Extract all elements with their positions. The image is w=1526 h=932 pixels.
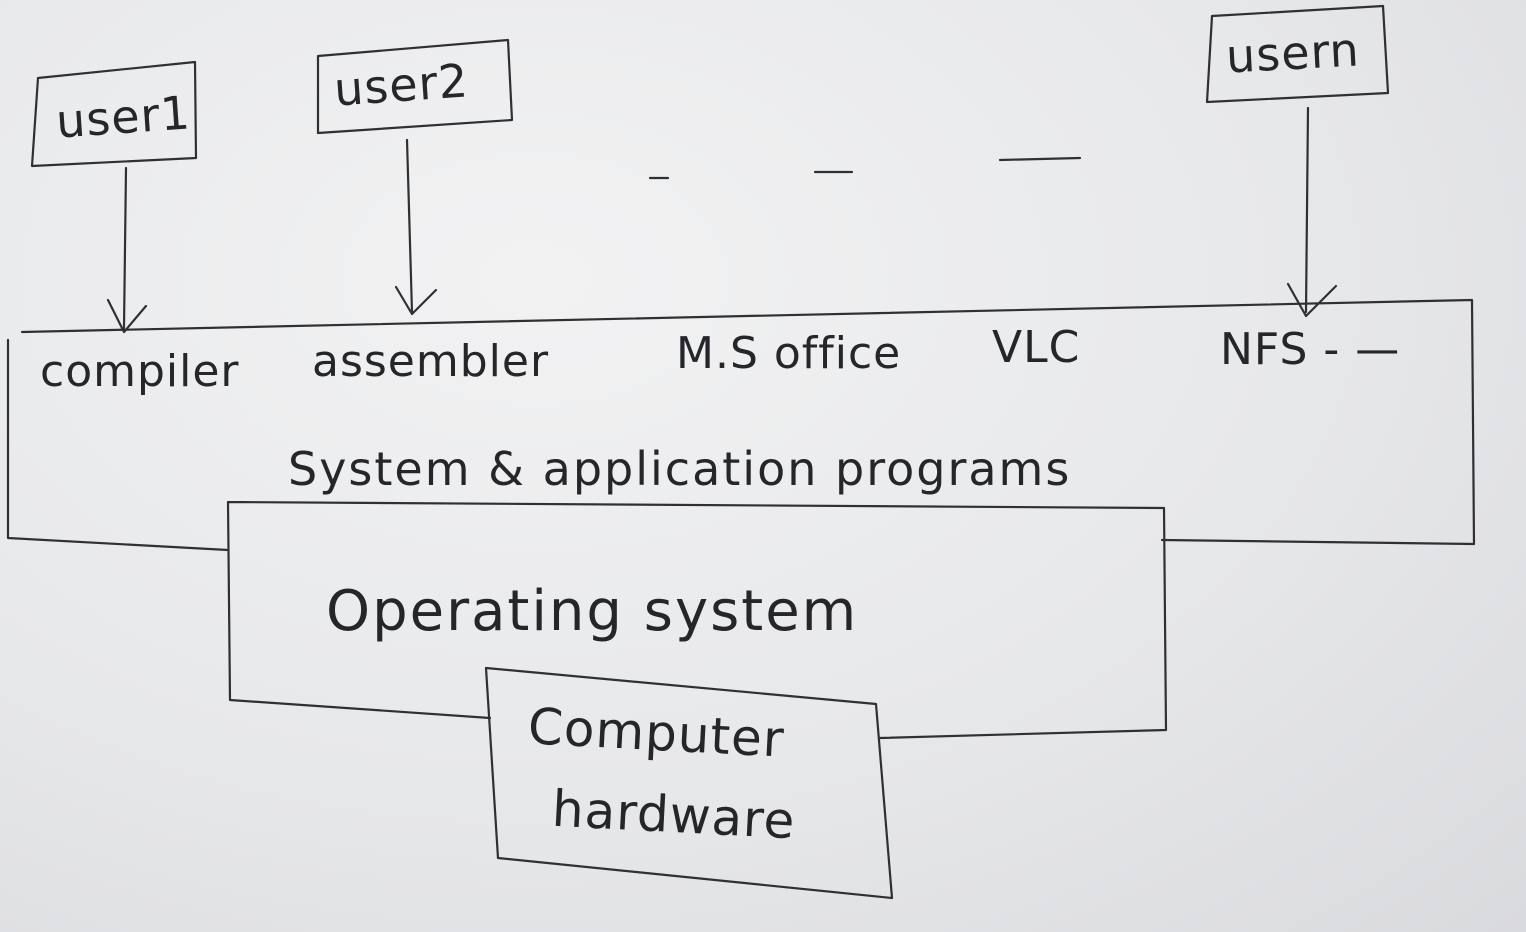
program-nfs: NFS - — [1220, 324, 1401, 375]
user2-label: user2 [332, 53, 471, 117]
program-compiler: compiler [40, 346, 240, 397]
ellipsis-dash [998, 156, 1082, 162]
user2-box [316, 38, 514, 135]
program-vlc: VLC [992, 322, 1081, 373]
os-label: Operating system [326, 579, 859, 644]
arrow-user1-shaft [122, 166, 128, 330]
os-layer-box [226, 500, 1168, 740]
arrow-user2-shaft [405, 138, 414, 314]
program-assembler: assembler [312, 336, 550, 387]
programs-caption: System & application programs [288, 442, 1072, 496]
hardware-box [484, 666, 894, 900]
usern-box [1205, 4, 1390, 104]
programs-layer-box [6, 298, 1476, 552]
hardware-label-line1: Computer [526, 697, 786, 769]
arrow-user2-head [394, 285, 438, 316]
arrow-usern-shaft [1304, 106, 1310, 314]
user1-label: user1 [54, 85, 193, 149]
user1-box [30, 60, 198, 168]
usern-label: usern [1224, 22, 1362, 84]
hardware-label-line2: hardware [550, 779, 797, 851]
arrow-user1-head [106, 298, 148, 334]
arrow-usern-head [1286, 282, 1338, 318]
program-ms-office: M.S office [676, 328, 902, 379]
